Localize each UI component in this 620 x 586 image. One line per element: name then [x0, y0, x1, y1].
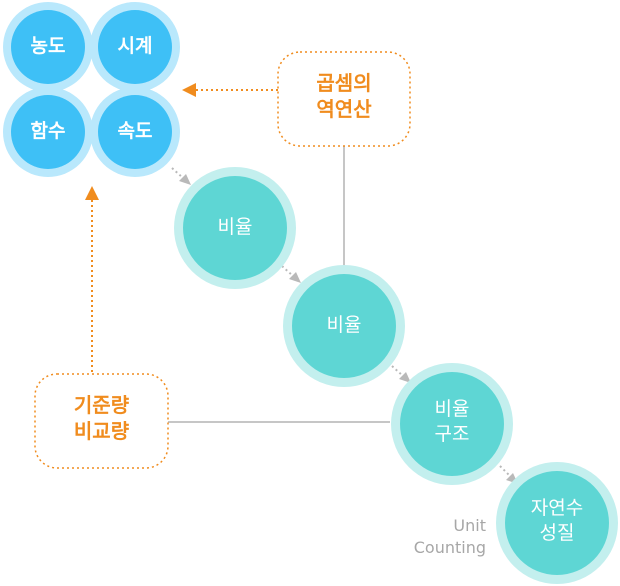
chain-arrowhead-icon [179, 174, 191, 185]
cluster-node-bottom-left [3, 87, 93, 177]
box-top-line-1: 곱셈의 [316, 71, 372, 95]
box-left-line-1: 기준량 [73, 393, 130, 417]
cluster-label-top-right: 시계 [117, 35, 153, 57]
box-left-frame [34, 373, 169, 469]
chain-label-4-line-2: 성질 [539, 521, 575, 544]
note-line-1: Unit [453, 516, 486, 535]
box-left-label: 기준량 비교량 [35, 392, 168, 444]
box-left-line-2: 비교량 [73, 419, 130, 443]
chain-node-3 [391, 363, 513, 485]
arrowhead-left-icon [182, 83, 196, 97]
note-line-2: Counting [413, 538, 486, 558]
chain-label-3: 비율 구조 [402, 397, 502, 446]
box-top-label: 곱셈의 역연산 [278, 70, 410, 122]
cluster-label-bottom-right: 속도 [117, 120, 153, 142]
connectors [85, 83, 518, 484]
chain-label-4-line-1: 자연수 [530, 497, 584, 519]
box-top-frame [277, 51, 411, 147]
arrowhead-up-icon [85, 186, 99, 200]
ratio-chain [174, 167, 618, 584]
chain-node-2 [283, 265, 405, 387]
chain-node-1 [174, 167, 296, 289]
cluster-node-bottom-right [90, 87, 180, 177]
cluster-node-top-right [90, 2, 180, 92]
cluster-label-bottom-left: 함수 [30, 120, 66, 142]
cluster-node-top-left [3, 2, 93, 92]
chain-label-2: 비율 [294, 313, 394, 338]
chain-arrowhead-icon [399, 372, 411, 383]
cluster-label-top-left: 농도 [30, 35, 66, 57]
subject-cluster [3, 2, 180, 177]
chain-label-3-line-2: 구조 [434, 422, 470, 445]
chain-label-3-line-1: 비율 [434, 398, 470, 420]
chain-label-2-line: 비율 [326, 314, 362, 336]
chain-label-1: 비율 [185, 215, 285, 240]
box-top-line-2: 역연산 [316, 97, 372, 121]
chain-label-1-line: 비율 [217, 216, 253, 238]
chain-arrowhead-icon [289, 272, 301, 283]
unit-counting-note: Unit Counting [380, 515, 486, 560]
chain-label-4: 자연수 성질 [507, 496, 607, 545]
chain-node-4 [496, 462, 618, 584]
